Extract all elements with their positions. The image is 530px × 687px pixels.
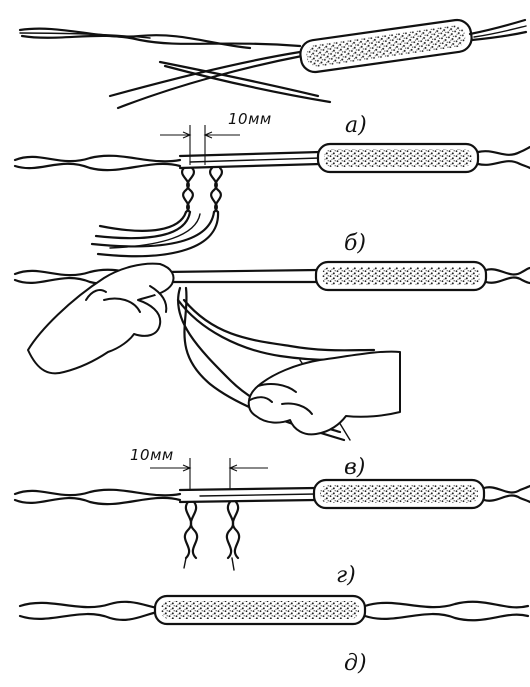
dimension-label-top: 10мм	[228, 110, 272, 128]
label-g: г)	[336, 563, 356, 588]
panel-d: д)	[20, 596, 528, 676]
label-b: б)	[344, 231, 366, 256]
label-v: в)	[344, 455, 365, 480]
panel-g: 10мм г)	[15, 446, 530, 588]
panel-v: в)	[15, 262, 530, 480]
label-a: а)	[345, 113, 367, 138]
panel-a: а)	[20, 18, 526, 138]
panel-b: 10мм б)	[15, 110, 530, 256]
label-d: д)	[344, 651, 367, 676]
dimension-label-middle: 10мм	[130, 446, 174, 464]
